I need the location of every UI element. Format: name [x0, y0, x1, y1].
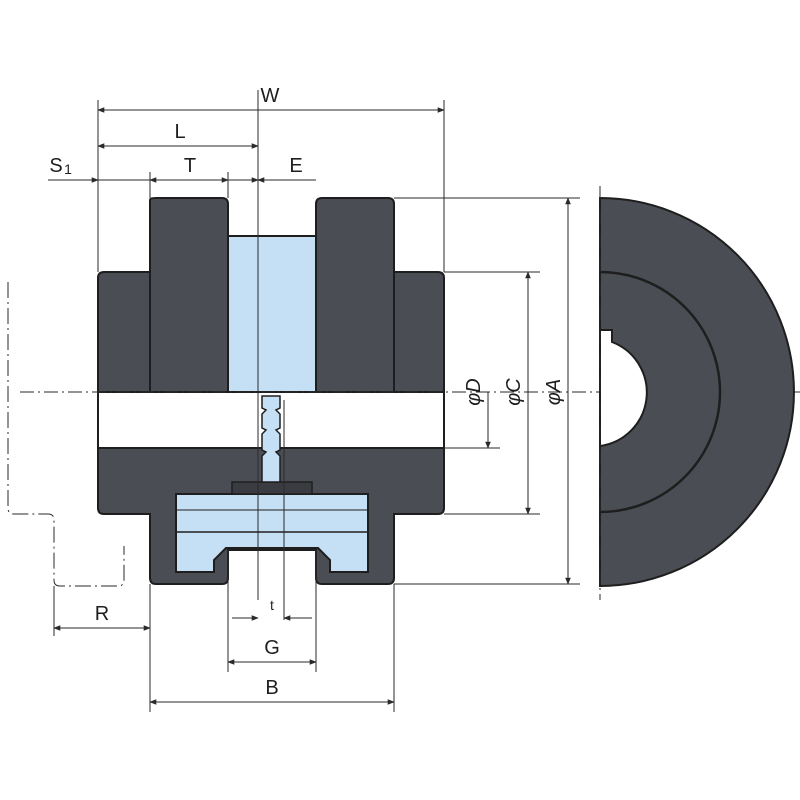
lower-insert	[175, 493, 369, 573]
spacer-pin	[261, 395, 281, 483]
end-view	[599, 186, 795, 600]
bore-hole	[599, 329, 648, 448]
dimension-labels: W L S 1 T E φD φC φA R t G B	[49, 85, 565, 699]
label-G: G	[264, 637, 280, 659]
label-S-sub: 1	[64, 161, 72, 177]
label-L: L	[174, 121, 185, 143]
dimensions	[48, 100, 580, 712]
label-C: φC	[503, 378, 525, 406]
label-A: φA	[543, 379, 565, 405]
label-D: φD	[463, 378, 485, 406]
label-R: R	[95, 603, 109, 625]
label-W: W	[261, 85, 280, 107]
label-T: T	[184, 155, 196, 177]
center-hub	[231, 481, 313, 495]
outer-disc	[599, 196, 795, 588]
label-B: B	[265, 677, 278, 699]
label-E: E	[289, 155, 302, 177]
middle-ring	[599, 270, 722, 514]
section-view	[7, 90, 800, 620]
label-t: t	[270, 597, 274, 613]
upper-insert	[227, 235, 317, 393]
label-S: S	[49, 155, 62, 177]
